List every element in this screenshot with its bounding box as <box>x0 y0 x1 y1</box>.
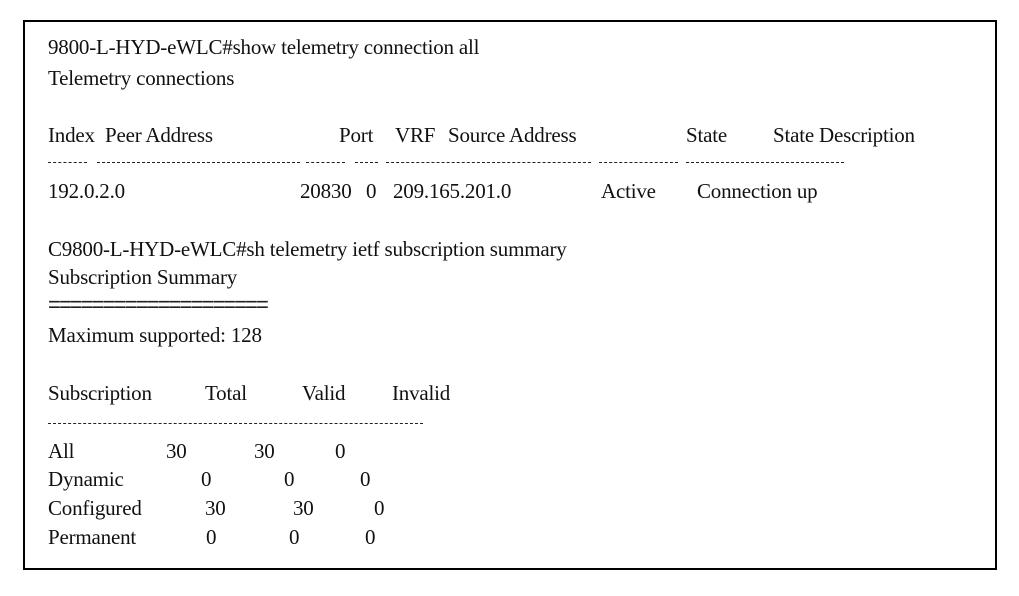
cell-valid: 30 <box>254 439 275 463</box>
cell-state: Active <box>601 179 656 203</box>
cell-port: 20830 <box>300 179 352 203</box>
cell-source-address: 209.165.201.0 <box>393 179 512 203</box>
separator-index <box>48 162 87 163</box>
cli-output-frame <box>23 20 997 570</box>
header-port: Port <box>339 123 374 147</box>
cell-invalid: 0 <box>365 525 376 549</box>
header-state: State <box>686 123 727 147</box>
separator-peer-address <box>97 162 300 163</box>
separator-port <box>306 162 345 163</box>
cell-total: 30 <box>205 496 226 520</box>
cell-valid: 30 <box>293 496 314 520</box>
cli-command-subscription-summary: C9800-L-HYD-eWLC#sh telemetry ietf subsc… <box>48 237 567 261</box>
cell-state-description: Connection up <box>697 179 818 203</box>
cell-subscription: Dynamic <box>48 467 124 491</box>
cell-invalid: 0 <box>335 439 346 463</box>
header-peer-address: Peer Address <box>105 123 213 147</box>
cli-command-show-telemetry-connection: 9800-L-HYD-eWLC#show telemetry connectio… <box>48 35 480 59</box>
subscription-table-separator <box>48 423 423 424</box>
header-state-description: State Description <box>773 123 915 147</box>
separator-vrf <box>355 162 378 163</box>
cell-invalid: 0 <box>374 496 385 520</box>
cell-vrf: 0 <box>366 179 377 203</box>
cell-subscription: All <box>48 439 75 463</box>
max-supported: Maximum supported: 128 <box>48 323 262 347</box>
separator-source-address <box>386 162 591 163</box>
cell-valid: 0 <box>289 525 300 549</box>
header-source-address: Source Address <box>448 123 577 147</box>
separator-state <box>599 162 678 163</box>
separator-state-description <box>686 162 844 163</box>
section-title-telemetry-connections: Telemetry connections <box>48 66 235 90</box>
cell-total: 30 <box>166 439 187 463</box>
cell-invalid: 0 <box>360 467 371 491</box>
cell-peer-address: 192.0.2.0 <box>48 179 125 203</box>
cell-subscription: Configured <box>48 496 142 520</box>
header-subscription: Subscription <box>48 381 152 405</box>
title-underline: ==================== <box>48 292 269 317</box>
cell-valid: 0 <box>284 467 295 491</box>
header-vrf: VRF <box>395 123 436 147</box>
header-invalid: Invalid <box>392 381 451 405</box>
cell-subscription: Permanent <box>48 525 137 549</box>
section-title-subscription-summary: Subscription Summary <box>48 265 238 289</box>
header-total: Total <box>205 381 247 405</box>
cell-total: 0 <box>201 467 212 491</box>
header-valid: Valid <box>302 381 346 405</box>
cell-total: 0 <box>206 525 217 549</box>
header-index: Index <box>48 123 95 147</box>
